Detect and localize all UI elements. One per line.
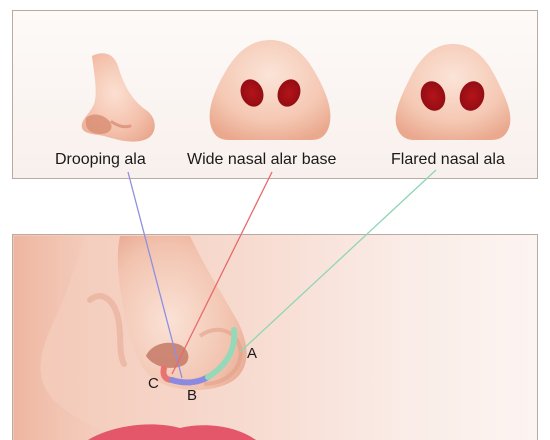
flared-nasal-ala-label: Flared nasal ala [391, 151, 505, 169]
flared-nasal-ala-illustration [396, 44, 511, 140]
flared-nasal-ala-leader-line [240, 170, 436, 352]
wide-nasal-alar-base-label: Wide nasal alar base [187, 151, 336, 169]
drooping-ala-nose-illustration [82, 53, 155, 141]
drooping-ala-label: Drooping ala [55, 151, 146, 169]
point-c-label: C [148, 375, 159, 392]
wide-nasal-alar-base-illustration [210, 40, 331, 140]
point-a-label: A [247, 345, 257, 362]
point-b-label: B [187, 387, 197, 404]
face-illustration [14, 236, 256, 440]
